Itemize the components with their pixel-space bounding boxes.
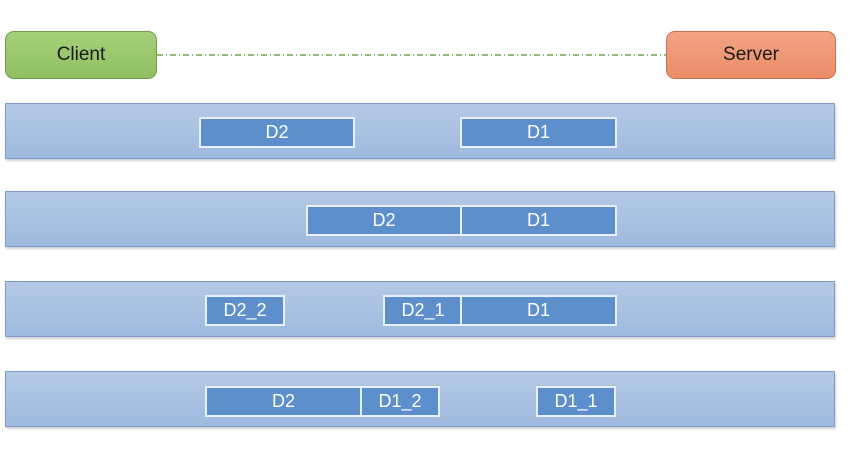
packet-d2-1: D2_1 xyxy=(383,295,463,326)
server-node: Server xyxy=(666,31,836,79)
packet-d1-1: D1_1 xyxy=(536,386,616,417)
client-server-connection xyxy=(157,54,666,56)
server-label: Server xyxy=(723,44,779,65)
client-label: Client xyxy=(56,44,106,65)
stream-row-2: D2 D1 xyxy=(5,191,835,247)
packet-d1: D1 xyxy=(460,205,617,236)
packet-d1: D1 xyxy=(460,295,617,326)
stream-row-4: D2 D1_2 D1_1 xyxy=(5,371,835,427)
packet-d2-2: D2_2 xyxy=(205,295,285,326)
stream-row-1: D2 D1 xyxy=(5,103,835,159)
stream-row-3: D2_2 D2_1 D1 xyxy=(5,281,835,337)
packet-d2: D2 xyxy=(306,205,462,236)
packet-d2: D2 xyxy=(199,117,355,148)
packet-d1: D1 xyxy=(460,117,617,148)
packet-d2: D2 xyxy=(205,386,362,417)
packet-d1-2: D1_2 xyxy=(360,386,440,417)
client-node: Client xyxy=(5,31,157,79)
